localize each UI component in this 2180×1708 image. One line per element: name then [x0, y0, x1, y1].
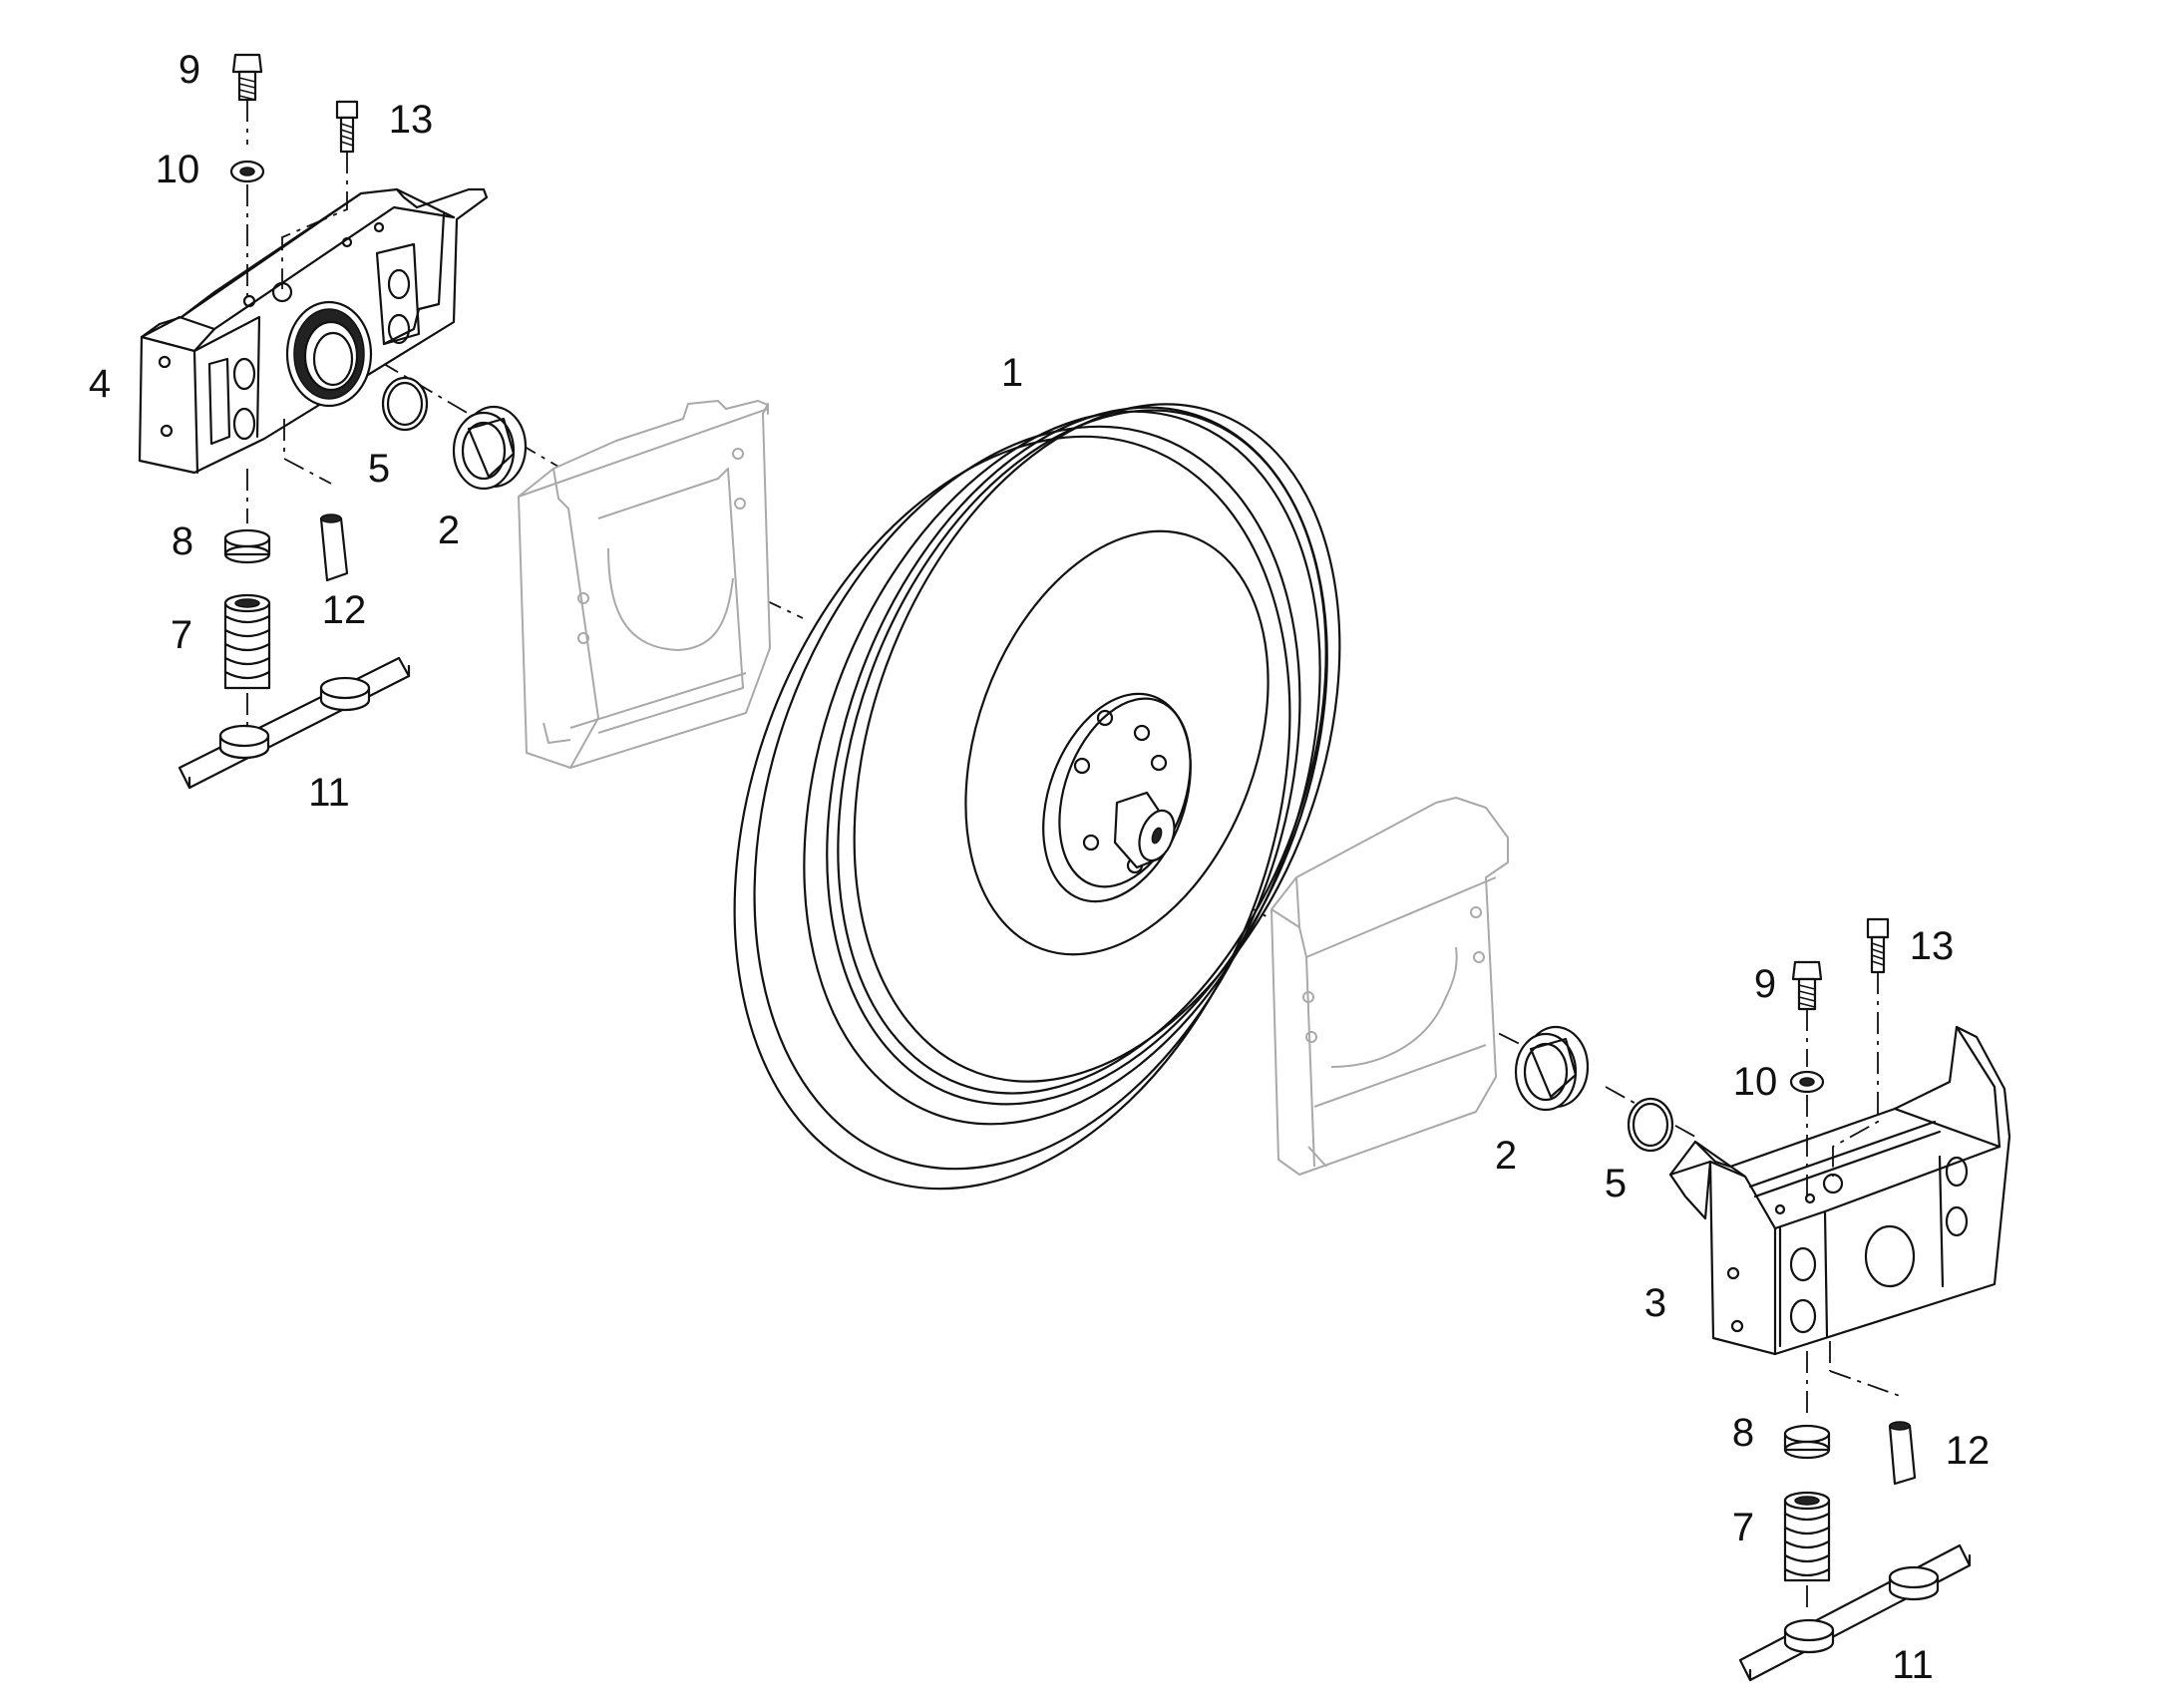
seal-2-right — [1514, 1025, 1590, 1112]
pin-12-left — [319, 513, 349, 582]
plate-11-right — [1738, 1543, 1972, 1682]
right-frame-bracket — [1271, 797, 1509, 1176]
callout-13-right: 13 — [1910, 924, 1955, 968]
callout-8-left: 8 — [172, 519, 193, 563]
callout-11-right: 11 — [1892, 1643, 1934, 1687]
callout-12-left: 12 — [322, 588, 367, 632]
pin-12-right — [1888, 1421, 1917, 1486]
callout-11-left: 11 — [308, 771, 350, 815]
callout-8-right: 8 — [1732, 1411, 1754, 1455]
bolt-9-left — [231, 53, 263, 102]
callout-9-left: 9 — [179, 48, 200, 92]
callout-1: 1 — [1001, 351, 1023, 395]
seal-2-left — [452, 405, 528, 491]
spring-7-right — [1783, 1491, 1831, 1582]
callout-3: 3 — [1644, 1281, 1666, 1325]
callout-labels: 1 2 2 3 4 5 5 7 7 8 8 9 9 10 10 11 11 12… — [89, 48, 1990, 1687]
callout-13-left: 13 — [389, 98, 434, 142]
screw-13-left — [335, 100, 359, 154]
spring-7-left — [223, 593, 271, 690]
screw-13-right — [1866, 917, 1890, 974]
callout-7-left: 7 — [171, 613, 192, 657]
right-idler-housing — [1668, 1025, 2011, 1356]
plug-8-left — [223, 528, 271, 564]
callout-9-right: 9 — [1754, 962, 1776, 1006]
callout-5-right: 5 — [1605, 1162, 1627, 1205]
left-small-parts — [178, 53, 528, 790]
o-ring-5-left — [381, 376, 429, 432]
left-frame-bracket — [518, 400, 771, 769]
callout-2-right: 2 — [1495, 1134, 1517, 1178]
left-idler-housing — [138, 187, 489, 475]
bolt-9-right — [1791, 960, 1823, 1011]
callout-12-right: 12 — [1946, 1429, 1991, 1473]
right-small-parts — [1514, 917, 1972, 1682]
plate-11-left — [178, 656, 411, 790]
idler-wheel — [733, 403, 1341, 1191]
callout-10-right: 10 — [1733, 1060, 1778, 1104]
callout-4: 4 — [89, 362, 111, 406]
callout-5-left: 5 — [368, 447, 390, 491]
o-ring-5-right — [1627, 1097, 1674, 1153]
callout-10-left: 10 — [156, 148, 200, 191]
plug-8-right — [1783, 1424, 1831, 1460]
callout-2-left: 2 — [438, 509, 460, 552]
callout-7-right: 7 — [1732, 1506, 1754, 1549]
